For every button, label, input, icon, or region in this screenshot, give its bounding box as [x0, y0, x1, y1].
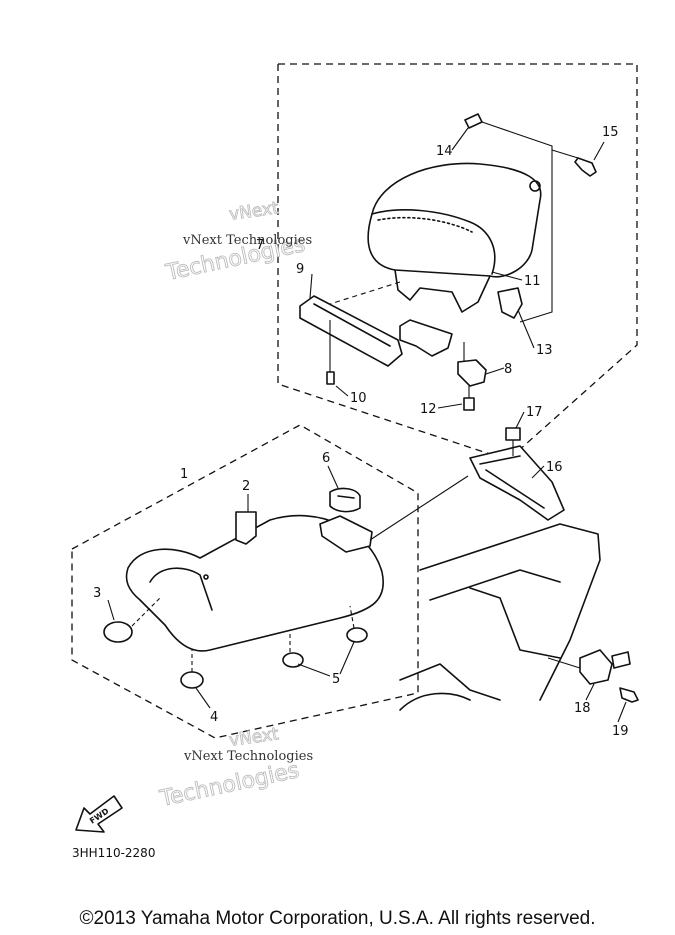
- label-part-15: 15: [602, 125, 619, 140]
- label-part-16: 16: [546, 460, 563, 475]
- seat-bracket: [399, 319, 453, 357]
- label-part-6: 6: [322, 451, 330, 466]
- watermark-lower-line3: vNext Technologies: [183, 749, 313, 764]
- part-18-seat-lock: [547, 649, 631, 685]
- rear-seat-group-border: [277, 63, 638, 461]
- label-part-5: 5: [332, 672, 340, 687]
- label-part-8: 8: [504, 362, 512, 377]
- diagram-code: 3HH110-2280: [72, 846, 156, 860]
- part-12-bolt: [463, 386, 475, 411]
- part-5-dampers: [282, 605, 368, 668]
- front-seat-group-border: [71, 424, 419, 739]
- part-14-clip: [464, 113, 483, 129]
- watermark-lower: vNext Technologies vNext Technologies: [157, 724, 314, 813]
- watermark-lower-line2: Technologies: [157, 758, 301, 812]
- label-part-10: 10: [350, 391, 367, 406]
- label-part-2: 2: [242, 479, 250, 494]
- watermark-upper: vNext Technologies vNext Technologies: [163, 198, 313, 287]
- label-part-1: 1: [180, 467, 188, 482]
- label-part-12: 12: [420, 402, 437, 417]
- label-part-13: 13: [536, 343, 553, 358]
- part-2-tab: [235, 511, 257, 545]
- part-3-cushion: [103, 597, 161, 643]
- part-16-bracket: [469, 445, 565, 521]
- label-part-3: 3: [93, 586, 101, 601]
- frame: [399, 523, 601, 711]
- part-6-damper: [329, 487, 361, 513]
- label-part-19: 19: [612, 724, 629, 739]
- watermark-lower-line1: vNext: [228, 724, 280, 751]
- watermark-upper-line1: vNext: [228, 198, 280, 225]
- front-seat: [125, 514, 384, 652]
- watermark-upper-line3: vNext Technologies: [182, 233, 312, 248]
- part-10-bolt: [326, 371, 335, 385]
- part-19-screw: [619, 687, 639, 703]
- part-13-latch: [497, 287, 523, 319]
- forward-arrow-icon: FWD: [75, 795, 123, 833]
- part-15-bolt: [551, 149, 597, 177]
- label-part-9: 9: [296, 262, 304, 277]
- copyright-notice: ©2013 Yamaha Motor Corporation, U.S.A. A…: [79, 908, 596, 929]
- label-part-14: 14: [436, 144, 453, 159]
- part-9-rail: [299, 295, 403, 372]
- label-part-18: 18: [574, 701, 591, 716]
- label-part-17: 17: [526, 405, 543, 420]
- label-part-4: 4: [210, 710, 218, 725]
- part-4-damper: [180, 650, 204, 689]
- label-part-11: 11: [524, 274, 541, 289]
- label-part-7: 7: [256, 238, 264, 253]
- part-17-bolt: [505, 427, 521, 456]
- rear-seat: [367, 162, 542, 313]
- part-8-stay: [457, 342, 487, 387]
